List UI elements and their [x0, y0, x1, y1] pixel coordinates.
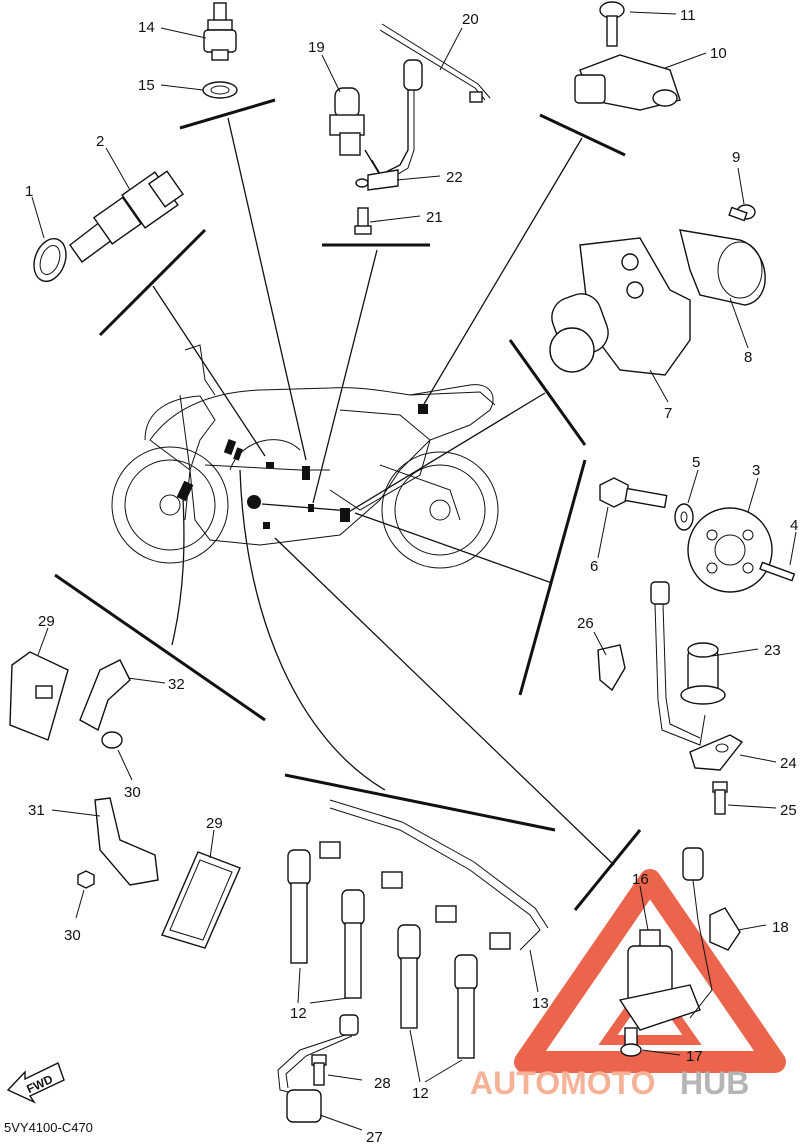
part-1-gasket [33, 237, 67, 283]
callout-22: 22 [446, 169, 463, 186]
motorcycle-outline [111, 344, 499, 569]
callout-27: 27 [366, 1129, 383, 1144]
watermark-text-automoto: AUTOMOTO [470, 1065, 655, 1101]
watermark-text-hub: HUB [680, 1065, 749, 1101]
callout-15: 15 [138, 77, 155, 94]
part-21-bolt [354, 207, 372, 235]
part-30-nut-front [101, 731, 123, 749]
callout-12-b: 12 [412, 1085, 429, 1102]
callout-16: 16 [632, 871, 649, 888]
callout-8: 8 [744, 349, 752, 366]
part-22-clamp [355, 169, 399, 191]
callout-23: 23 [764, 642, 781, 659]
part-27-sensor [277, 1014, 359, 1123]
callout-10: 10 [710, 45, 727, 62]
part-4-pin [759, 561, 796, 582]
part-14-pressure-switch [203, 2, 237, 61]
part-17-bolt [620, 1027, 642, 1057]
part-8-cover [679, 229, 766, 306]
callout-3: 3 [752, 462, 760, 479]
part-12-coils [287, 841, 511, 1059]
callout-11: 11 [680, 7, 696, 24]
part-18-clamp [709, 907, 741, 951]
callout-21: 21 [426, 209, 443, 226]
part-26-clamp [597, 644, 626, 692]
callout-2: 2 [96, 133, 104, 150]
part-19-sensor [329, 59, 423, 183]
watermark-logo: AUTOMOTO HUB [470, 869, 786, 1101]
part-30-nut-rear [77, 870, 95, 889]
callout-29-b: 29 [206, 815, 223, 832]
callout-32: 32 [168, 676, 185, 693]
callout-9: 9 [732, 149, 740, 166]
callout-24: 24 [780, 755, 797, 772]
part-10-sensor [574, 54, 681, 111]
part-31-bracket [94, 797, 159, 886]
callout-29-a: 29 [38, 613, 55, 630]
part-20-lead [379, 23, 491, 103]
callout-25: 25 [780, 802, 797, 819]
callout-6: 6 [590, 558, 598, 575]
part-13-harness [329, 799, 549, 951]
callout-17: 17 [686, 1048, 703, 1065]
callout-18: 18 [772, 919, 789, 936]
callout-20: 20 [462, 11, 479, 28]
part-23-sensor [650, 581, 726, 746]
callout-13: 13 [532, 995, 549, 1012]
callout-5: 5 [692, 454, 700, 471]
part-15-washer [202, 81, 238, 99]
part-3-rotor [687, 507, 773, 593]
callout-30-b: 30 [64, 927, 81, 944]
callout-28: 28 [374, 1075, 391, 1092]
callout-30-a: 30 [124, 784, 141, 801]
part-28-bolt [311, 1054, 327, 1086]
part-25-bolt [712, 781, 728, 815]
part-5-washer [674, 503, 694, 531]
part-2-sensor [69, 170, 185, 263]
callout-26: 26 [577, 615, 594, 632]
pointer-lines [152, 117, 615, 866]
part-9-screw [728, 204, 756, 222]
callout-7: 7 [664, 405, 672, 422]
fwd-label: FWD [24, 1072, 55, 1096]
part-11-screw [599, 1, 625, 47]
callout-4: 4 [790, 517, 798, 534]
leader-lines [31, 11, 797, 1131]
part-7-actuator [549, 237, 691, 376]
callout-numbers: 1 2 3 4 5 6 7 8 9 10 11 12 12 12 13 14 1… [25, 7, 798, 1144]
part-29-reflector-rear [161, 851, 241, 949]
part-24-bracket [689, 734, 744, 771]
callout-1: 1 [25, 183, 33, 200]
part-6-bolt [599, 477, 668, 509]
callout-14: 14 [138, 19, 155, 36]
part-32-bracket [79, 659, 131, 732]
callout-12-a: 12 [290, 1005, 307, 1022]
callout-31: 31 [28, 802, 45, 819]
callout-19: 19 [308, 39, 325, 56]
part-16-servo [618, 847, 713, 1031]
group-divider-lines [54, 98, 642, 911]
part-29-reflector-front [9, 651, 69, 741]
fwd-arrow: FWD [6, 1062, 65, 1104]
diagram-code: 5VY4100-C470 [4, 1120, 93, 1135]
